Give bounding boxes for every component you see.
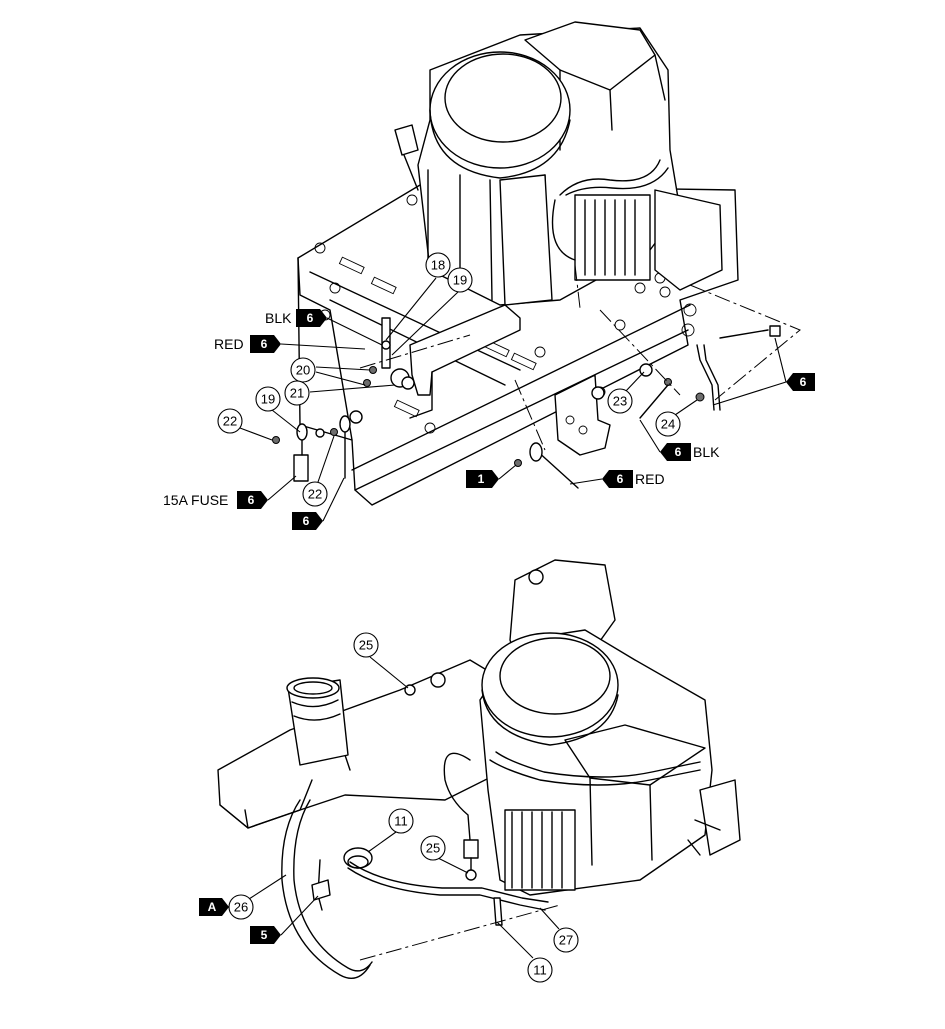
svg-text:6: 6 <box>800 375 807 389</box>
svg-text:6: 6 <box>675 445 682 459</box>
tag-6-fuse: 6 <box>237 491 268 509</box>
svg-text:20: 20 <box>296 363 310 378</box>
tag-a: A <box>199 898 229 916</box>
callout-26: 26 <box>228 894 254 920</box>
upper-l-bracket <box>554 374 611 456</box>
svg-text:1: 1 <box>478 472 485 486</box>
callout-27: 27 <box>553 927 579 953</box>
svg-text:25: 25 <box>359 638 373 653</box>
svg-text:19: 19 <box>453 273 467 288</box>
svg-text:23: 23 <box>613 394 627 409</box>
callout-11-upper: 11 <box>388 808 414 834</box>
svg-text:27: 27 <box>559 933 573 948</box>
label-blk-right: BLK <box>693 444 720 460</box>
callout-20: 20 <box>290 357 316 383</box>
callout-21: 21 <box>284 380 310 406</box>
svg-text:21: 21 <box>290 386 304 401</box>
reference-tags: BLK 6 RED 6 15A FUSE 6 6 1 <box>163 309 815 944</box>
svg-text:6: 6 <box>307 311 314 325</box>
callout-22-left: 22 <box>217 408 243 434</box>
svg-text:22: 22 <box>308 487 322 502</box>
callouts: 18 19 20 21 19 22 22 <box>217 252 698 983</box>
svg-text:11: 11 <box>394 814 408 829</box>
callout-25-upper: 25 <box>353 632 379 658</box>
svg-text:18: 18 <box>431 258 445 273</box>
tag-1: 1 <box>466 470 499 488</box>
upper-fuse-holder <box>272 410 363 482</box>
fuel-filler-neck <box>286 677 349 766</box>
svg-text:A: A <box>208 900 217 914</box>
tag-6-blk-right: 6 <box>660 443 691 461</box>
svg-text:26: 26 <box>234 900 248 915</box>
tag-6-lower-left: 6 <box>292 512 323 530</box>
tag-6-blk-upper: 6 <box>296 309 327 327</box>
svg-text:19: 19 <box>261 392 275 407</box>
svg-text:24: 24 <box>661 417 675 432</box>
callout-24: 24 <box>655 411 681 437</box>
svg-text:25: 25 <box>426 841 440 856</box>
upper-assembly <box>272 21 801 506</box>
svg-text:6: 6 <box>261 337 268 351</box>
upper-air-cleaner <box>429 51 571 179</box>
svg-text:22: 22 <box>223 414 237 429</box>
label-blk-upper: BLK <box>265 310 292 326</box>
tag-6-red-upper: 6 <box>250 335 281 353</box>
lower-air-cleaner <box>481 632 619 746</box>
callout-23: 23 <box>607 388 633 414</box>
svg-text:5: 5 <box>261 928 268 942</box>
lower-assembly <box>217 559 741 979</box>
svg-text:11: 11 <box>533 963 547 978</box>
callout-25-lower: 25 <box>420 835 446 861</box>
tag-6-red-right: 6 <box>602 470 633 488</box>
upper-terminal-bracket <box>363 304 521 419</box>
tag-5: 5 <box>250 926 281 944</box>
label-red-upper: RED <box>214 336 244 352</box>
callout-19-lower: 19 <box>255 386 281 412</box>
callout-19-upper: 19 <box>447 267 473 293</box>
label-red-right: RED <box>635 471 665 487</box>
label-15a-fuse: 15A FUSE <box>163 492 228 508</box>
upper-starter <box>551 159 723 291</box>
upper-right-cables <box>514 325 781 489</box>
callout-11-lower: 11 <box>527 957 553 983</box>
svg-text:6: 6 <box>303 514 310 528</box>
svg-text:6: 6 <box>617 472 624 486</box>
callout-18: 18 <box>425 252 451 278</box>
svg-text:6: 6 <box>248 493 255 507</box>
tag-6-right-upper: 6 <box>786 373 815 391</box>
callout-22-lower: 22 <box>302 481 328 507</box>
